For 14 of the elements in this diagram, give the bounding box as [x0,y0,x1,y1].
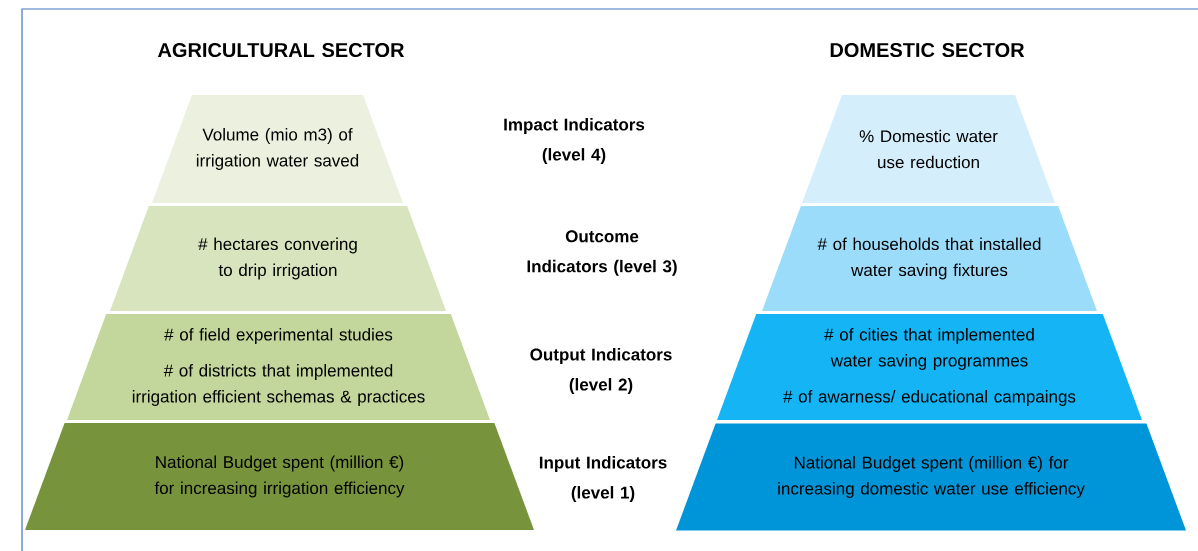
pyramid-band: # of households that installed water saving fixtures [762,206,1097,311]
pyramid-band: National Budget spent (million €) for increasing irrigation efficiency [25,423,534,530]
sector-heading: DOMESTIC SECTOR [830,42,1025,58]
pyramid-band: # of field experimental studies # of districts that implemented irrigation efficient schemas & practices [67,314,490,420]
pyramid-band: Volume (mio m3) of irrigation water saved [152,95,403,203]
level-label: Input Indicators (level 1) [539,456,667,502]
pyramid-band: % Domestic water use reduction [802,95,1055,203]
sector-heading: AGRICULTURAL SECTOR [158,42,405,58]
pyramid-band: # of cities that implemented water saving programmes # of awarness/ educational campaings [717,314,1142,420]
level-label: Outcome Indicators (level 3) [527,230,677,276]
pyramid-band: National Budget spent (million €) for increasing domestic water use efficiency [676,423,1186,531]
level-label: Output Indicators (level 2) [530,348,672,394]
pyramid-band: # hectares convering to drip irrigation [110,206,446,311]
level-label: Impact Indicators (level 4) [504,118,645,164]
